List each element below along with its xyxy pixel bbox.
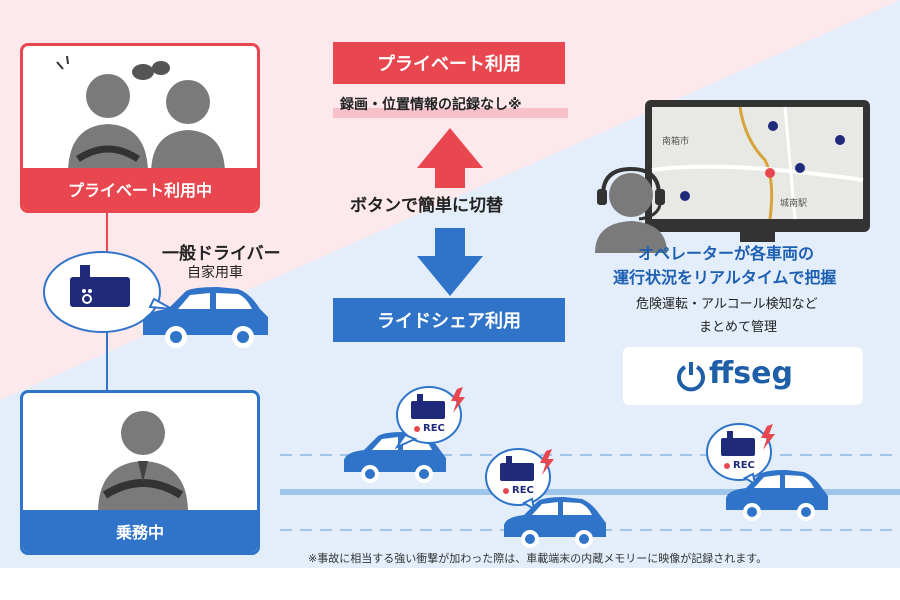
rec-label: REC [512, 485, 534, 496]
rideshare-use-button: ライドシェア利用 [333, 298, 565, 342]
on-duty-card: 乗務中 [20, 390, 260, 555]
driver-subtitle: 自家用車 [187, 265, 243, 281]
rec-dashcam-icon [395, 386, 465, 449]
monitor-map-icon [645, 100, 870, 242]
private-car-icon [143, 287, 268, 348]
rideshare-car-2 [504, 497, 606, 548]
rec-bubble-2: REC [484, 445, 556, 511]
switch-label: ボタンで簡単に切替 [350, 196, 503, 216]
operator-headline-1: オペレーターが各車両の [638, 244, 815, 263]
rec-label: REC [423, 423, 445, 434]
private-usage-label: プライベート利用中 [23, 168, 257, 210]
private-note-highlight [333, 108, 568, 118]
driver-steering-icon [98, 411, 188, 513]
management-line-1: 危険運転・アルコール検知など [636, 297, 818, 312]
private-use-button: プライベート利用 [333, 42, 565, 84]
logo-text: ffseg [709, 356, 793, 391]
offseg-logo: ffseg [623, 347, 863, 405]
operator-headset-icon [595, 166, 667, 253]
management-line-2: まとめて管理 [699, 320, 778, 335]
switch-arrows-icon [417, 128, 483, 296]
on-duty-label: 乗務中 [23, 510, 257, 552]
driver-title: 一般ドライバー [162, 244, 281, 264]
rec-dashcam-icon [485, 448, 554, 511]
rec-dashcam-icon [706, 423, 775, 486]
operator-headline-2: 運行状況をリアルタイムで把握 [613, 268, 837, 287]
rec-bubble-3: REC [705, 420, 777, 486]
private-usage-card: プライベート利用中 [20, 43, 260, 213]
rec-bubble-1: REC [395, 383, 467, 449]
map-label-station: 城南駅 [780, 199, 808, 209]
rec-label: REC [733, 460, 755, 471]
map-label-city: 南箱市 [662, 137, 690, 147]
dashcam-device-icon [43, 251, 172, 333]
footnote: ※事故に相当する強い衝撃が加わった際は、車載端末の内蔵メモリーに映像が記録されま… [308, 552, 768, 565]
private-note: 録画・位置情報の記録なし※ [340, 97, 522, 113]
people-talking-icon [56, 55, 225, 174]
rideshare-car-3 [726, 470, 828, 521]
power-o-logo-icon [677, 362, 705, 392]
